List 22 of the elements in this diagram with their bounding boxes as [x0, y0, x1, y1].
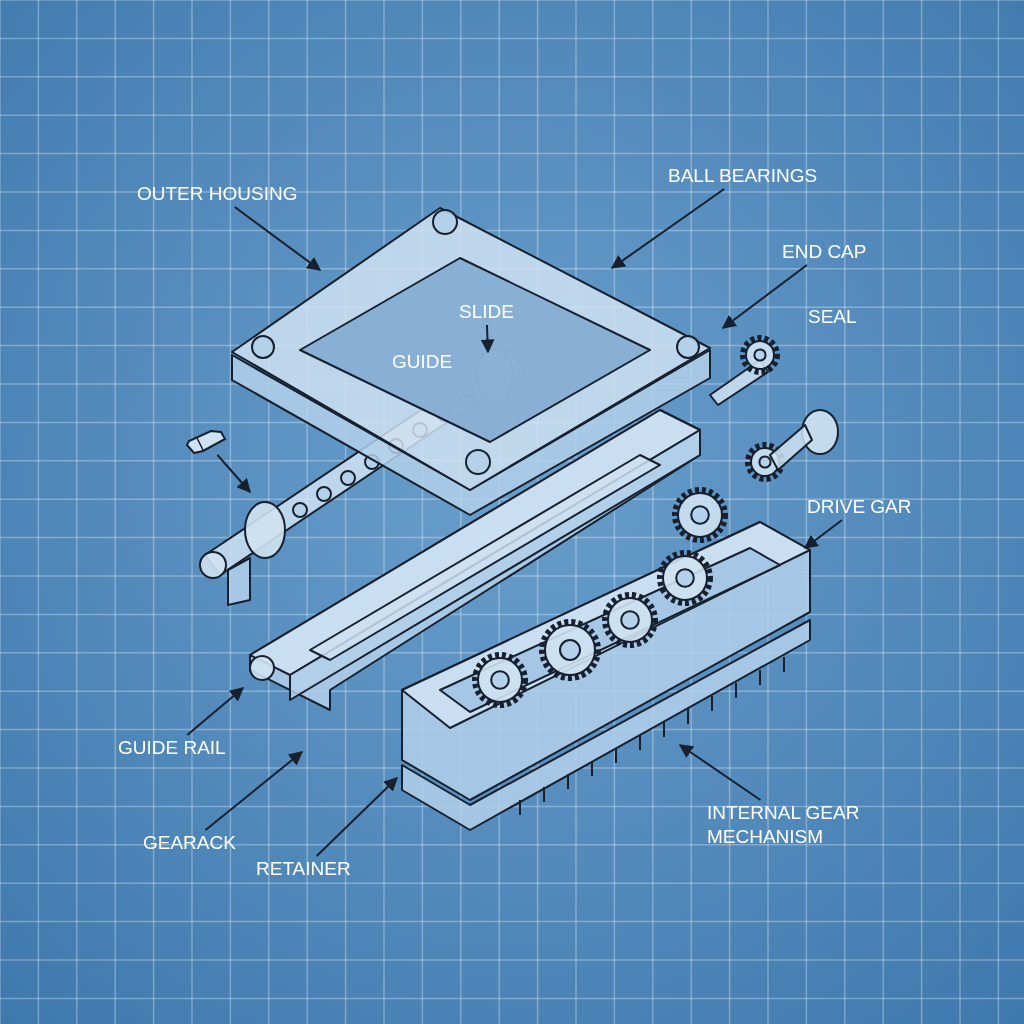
- part-label: SEAL: [808, 305, 857, 329]
- part-label: DRIVE GAR: [807, 495, 912, 519]
- leader-line: [186, 687, 245, 736]
- part-label: END CAP: [782, 240, 867, 264]
- leader-line: [803, 519, 844, 549]
- part-label: GEARACK: [143, 831, 236, 855]
- part-label: GUIDE RAIL: [118, 736, 226, 760]
- part-label: SLIDE: [459, 300, 514, 324]
- leader-line: [480, 324, 495, 354]
- leader-line: [216, 454, 251, 494]
- leader-line: [233, 206, 322, 271]
- part-label: GUIDE: [392, 350, 453, 374]
- leader-line: [315, 777, 398, 857]
- leader-line: [721, 264, 808, 329]
- part-label: INTERNAL GEAR MECHANISM: [707, 801, 861, 849]
- pin-drawing: [185, 430, 227, 454]
- leader-line: [610, 188, 726, 269]
- leader-line: [678, 744, 762, 801]
- part-label: BALL BEARINGS: [668, 164, 818, 188]
- part-label: OUTER HOUSING: [137, 182, 298, 206]
- leader-line: [204, 751, 304, 831]
- part-label: RETAINER: [256, 857, 351, 881]
